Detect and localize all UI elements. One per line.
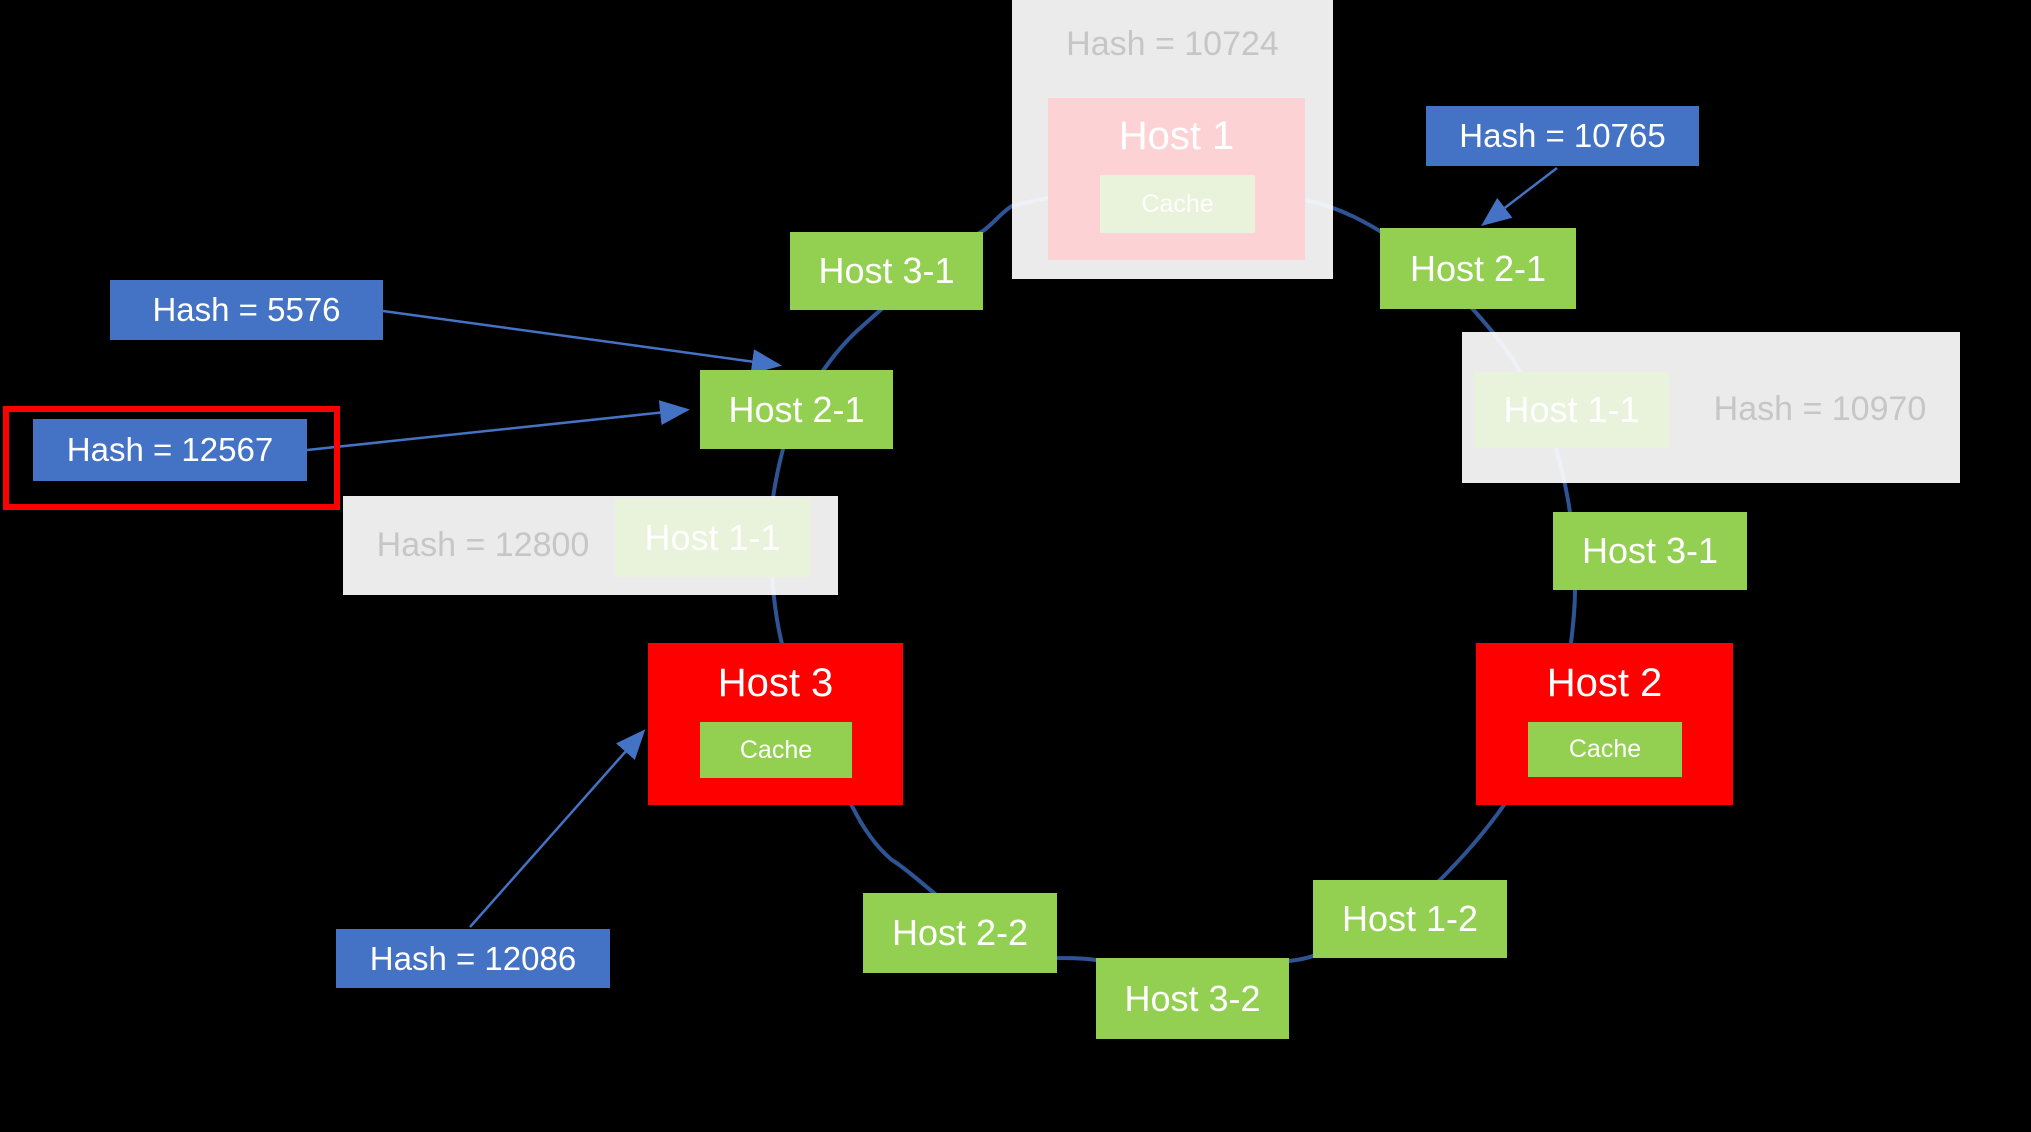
node-host3-2: Host 3-2 [1096,958,1289,1039]
host3-cache-box: Cache [700,722,852,778]
host2-cache-box: Cache [1528,722,1682,777]
host11-left-hash-label: Hash = 12800 [376,525,590,564]
node-host3-1-right: Host 3-1 [1553,512,1747,590]
host1-cache-box: Cache [1100,175,1255,233]
node-host1-2: Host 1-2 [1313,880,1507,958]
hash-key-12567: Hash = 12567 [33,419,307,481]
host2-node: Host 2 Cache [1476,643,1733,805]
host11-right-hash-label: Hash = 10970 [1713,389,1927,428]
hash-key-10765: Hash = 10765 [1426,106,1699,166]
hash-key-5576: Hash = 5576 [110,280,383,340]
node-host2-1-right: Host 2-1 [1380,228,1576,309]
arrow-hash12086-to-host3 [469,729,646,928]
host2-label: Host 2 [1546,661,1663,705]
node-host2-2: Host 2-2 [863,893,1057,973]
node-host3-1-left: Host 3-1 [790,232,983,310]
host11-right-faded-card: Host 1-1 Hash = 10970 [1462,332,1960,483]
arrow-hash5576-to-host21 [382,309,782,374]
host1-label: Host 1 [1118,114,1235,158]
arrow-hash10765-to-host21 [1481,167,1558,227]
host1-hash-label: Hash = 10724 [1066,24,1279,63]
host1-faded-card: Hash = 10724 Host 1 Cache [1012,0,1333,279]
host1-node: Host 1 Cache [1048,98,1305,260]
node-host2-1-left: Host 2-1 [700,370,893,449]
hash-key-12567-highlight-outline [3,406,340,510]
host3-node: Host 3 Cache [648,643,903,805]
hash-key-12086: Hash = 12086 [336,929,610,988]
arrow-hash12567-to-host21 [306,400,690,452]
node-host1-1-left: Host 1-1 [615,498,810,577]
host3-label: Host 3 [717,661,834,705]
node-host1-1-right: Host 1-1 [1474,372,1669,448]
host11-left-faded-card: Hash = 12800 Host 1-1 [343,496,838,595]
